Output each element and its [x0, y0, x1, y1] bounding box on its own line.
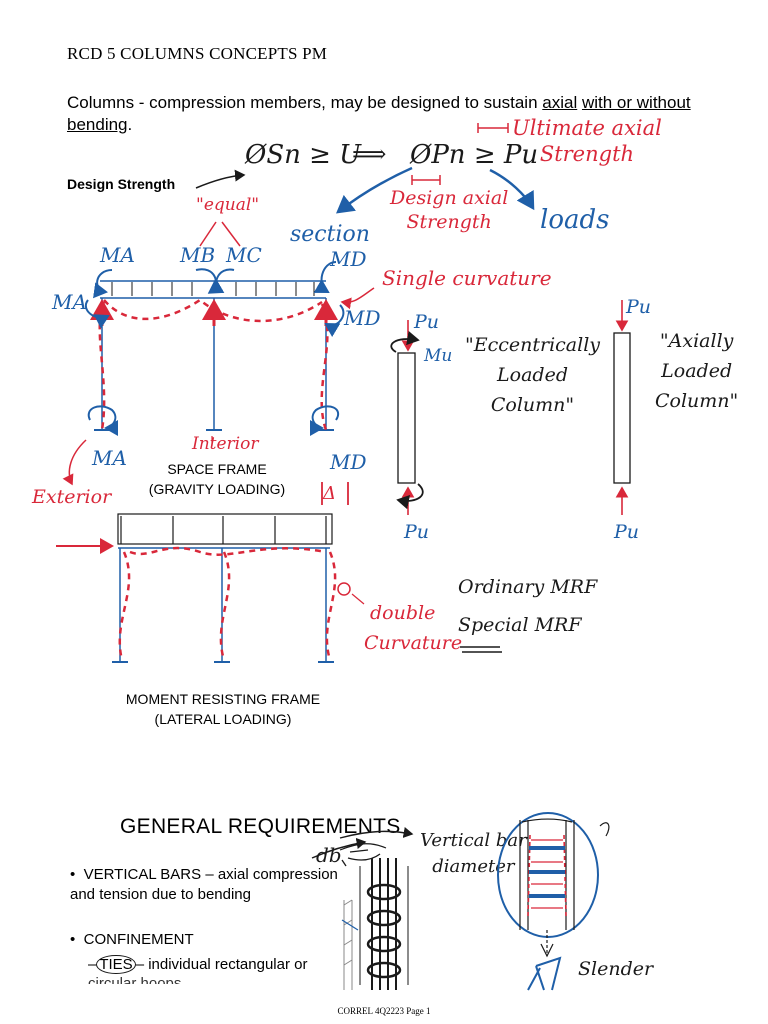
bullet-confinement: • CONFINEMENT: [70, 930, 350, 950]
hw-mb: MB: [180, 243, 216, 267]
slender-column-sketch: [497, 812, 610, 991]
design-strength-label: Design Strength: [67, 176, 176, 192]
section-arrow: [336, 166, 413, 214]
moment-resisting-frame: [56, 482, 365, 663]
intro-bending: bending: [67, 115, 128, 134]
hw-vertical-bar-line1: Vertical bar: [420, 830, 527, 851]
bullet-glyph: •: [70, 866, 76, 883]
bullet-vertical-bars: • VERTICAL BARS – axial compression and …: [70, 865, 350, 905]
hw-section: section: [290, 222, 370, 247]
space-frame-caption-line2: (GRAVITY LOADING): [148, 481, 286, 497]
hw-ma-left: MA: [52, 290, 87, 314]
hw-axially-line1: "Axially: [659, 330, 734, 352]
hw-axially-line3: Column": [655, 390, 739, 412]
hw-eq-phi-sn: ØSn ≥ U: [245, 140, 362, 170]
mrf-caption-line2: (LATERAL LOADING): [154, 711, 292, 727]
design-strength-arrow: [195, 169, 246, 189]
hw-pu-top-left: Pu: [414, 311, 440, 333]
sub-bullet-ties: –TIES– individual rectangular or: [88, 955, 368, 975]
hw-double-line1: double: [370, 602, 436, 624]
hw-double-curvature: double Curvature: [364, 598, 462, 658]
hw-slender: Slender: [578, 958, 654, 980]
hw-eccentric-line3: Column": [490, 394, 575, 416]
page-footer: CORREL 4Q2223 Page 1: [337, 1006, 431, 1016]
axial-column: [613, 300, 631, 515]
bullet-text: CONFINEMENT: [83, 931, 194, 948]
hw-design-axial-strength: Design axial Strength: [390, 186, 508, 234]
hw-md-bottom: MD: [330, 450, 367, 474]
hw-equal: "equal": [196, 195, 260, 215]
hw-ultimate-line1: Ultimate axial: [512, 116, 662, 140]
hw-ultimate-line2: Strength: [539, 142, 635, 166]
hw-design-axial-line1: Design axial: [390, 187, 509, 209]
sub-bullet-dash: –: [88, 956, 97, 973]
bullet-glyph: •: [70, 931, 76, 948]
design-axial-bracket: [411, 175, 441, 185]
hw-special-mrf: Special MRF: [458, 614, 582, 636]
intro-text-1: Columns - compression members, may be de…: [67, 93, 543, 112]
hw-interior: Interior: [192, 434, 259, 454]
hw-ma-top: MA: [100, 243, 135, 267]
equal-arrows: [199, 221, 241, 247]
bullet-text: VERTICAL BARS – axial compression and te…: [70, 866, 338, 903]
intro-paragraph: Columns - compression members, may be de…: [67, 92, 737, 136]
mrf-caption: MOMENT RESISTING FRAME (LATERAL LOADING): [108, 689, 338, 729]
hw-md-top: MD: [330, 247, 367, 271]
hw-ma-bottom: MA: [92, 446, 127, 470]
hw-single-curvature: Single curvature: [382, 266, 552, 290]
hw-axially-loaded: "Axially Loaded Column": [655, 326, 738, 416]
hw-eq-phi-pn: ØPn ≥ Pu: [410, 140, 539, 170]
space-frame-caption: SPACE FRAME (GRAVITY LOADING): [132, 459, 302, 499]
eccentric-column: [390, 320, 424, 515]
hw-design-axial-line2: Strength: [406, 211, 492, 233]
hw-mu: Mu: [424, 346, 453, 366]
ties-word: TIES: [96, 955, 136, 974]
hw-ultimate-axial-strength: Ultimate axial Strength: [512, 115, 662, 167]
special-underline: [460, 646, 502, 653]
intro-text-4: .: [127, 115, 133, 134]
hw-exterior: Exterior: [32, 486, 112, 508]
hw-delta: Δ: [323, 483, 336, 504]
rebar-cage-sketch: [311, 826, 414, 990]
intro-with-or-without: with or without: [581, 93, 691, 112]
hw-double-line2: Curvature: [364, 632, 463, 654]
hw-ordinary-mrf: Ordinary MRF: [458, 576, 598, 598]
space-frame-caption-line1: SPACE FRAME: [167, 461, 267, 477]
general-requirements-heading: GENERAL REQUIREMENTS: [120, 815, 401, 838]
hw-implies-arrow: ⟹: [352, 140, 387, 168]
hw-eccentric-line2: Loaded: [497, 364, 568, 386]
hw-vertical-bar-diameter: Vertical bar diameter: [420, 828, 527, 880]
page-title: RCD 5 COLUMNS CONCEPTS PM: [67, 44, 328, 63]
hw-eccentric-line1: "Eccentrically: [465, 334, 601, 356]
hw-pu-top-right: Pu: [626, 296, 652, 318]
ultimate-bracket: [477, 123, 509, 133]
intro-axial: axial: [542, 93, 578, 112]
mrf-caption-line1: MOMENT RESISTING FRAME: [125, 691, 321, 707]
hw-md-right: MD: [344, 306, 381, 330]
loads-arrow: [489, 168, 535, 211]
hw-loads: loads: [540, 205, 610, 235]
sub-bullet-cut-line: circular hoops: [88, 975, 182, 984]
hw-eccentrically-loaded: "Eccentrically Loaded Column": [465, 330, 600, 420]
hw-axially-line2: Loaded: [661, 360, 733, 382]
sub-bullet-text: – individual rectangular or: [135, 956, 308, 973]
space-frame: [62, 261, 375, 486]
hw-pu-bottom-left: Pu: [404, 521, 430, 543]
hw-pu-bottom-right: Pu: [614, 521, 640, 543]
hw-mc: MC: [226, 243, 262, 267]
hw-vertical-bar-line2: diameter: [432, 856, 515, 877]
